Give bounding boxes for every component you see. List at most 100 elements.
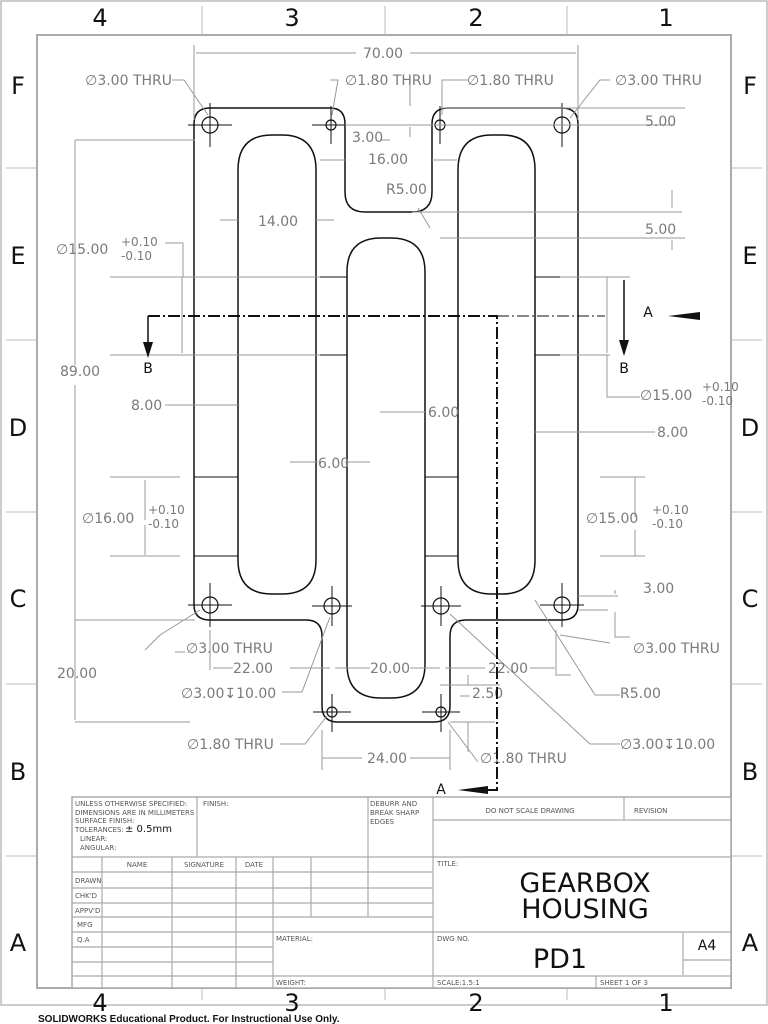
note: DIMENSIONS ARE IN MILLIMETERS: [75, 809, 195, 817]
scale: SCALE:1.5:1: [437, 979, 480, 987]
note: LINEAR:: [80, 835, 107, 843]
zone-col-1: 1: [658, 4, 673, 32]
header-signature: SIGNATURE: [184, 861, 224, 869]
dim-hole-callout: ∅1.80 THRU: [467, 73, 554, 89]
dimension-labels: 70.00 ∅3.00 THRU ∅1.80 THRU ∅1.80 THRU ∅…: [56, 46, 739, 767]
drawing-title: HOUSING: [521, 894, 649, 925]
tol-plus: +0.10: [121, 235, 158, 249]
dim-linear: 22.00: [488, 661, 528, 677]
zone-row-d-right: D: [741, 414, 759, 442]
dim-diameter: ∅15.00: [640, 388, 692, 404]
zone-row-c: C: [10, 585, 27, 613]
section-label-a-bottom: A: [436, 782, 446, 798]
dim-linear: 20.00: [57, 666, 97, 682]
zone-col-2: 2: [468, 4, 483, 32]
dim-linear: 5.00: [645, 114, 676, 130]
role-drawn: DRAWN: [75, 877, 102, 885]
note: TOLERANCES:: [74, 826, 124, 834]
role-approved: APPV'D: [75, 907, 100, 915]
part-outline: [193, 107, 579, 723]
zone-row-b: B: [10, 758, 26, 786]
header-date: DATE: [245, 861, 263, 869]
role-mfg: MFG: [77, 921, 93, 929]
tol-minus: -0.10: [121, 249, 152, 263]
dim-linear: 5.00: [645, 222, 676, 238]
revision-label: REVISION: [634, 807, 667, 815]
tol-minus: -0.10: [148, 517, 179, 531]
title-label: TITLE:: [436, 860, 458, 868]
dim-notch-width: 16.00: [368, 152, 408, 168]
zone-col-2-bottom: 2: [468, 989, 483, 1017]
zone-row-e: E: [10, 242, 25, 270]
dim-linear: 3.00: [352, 130, 383, 146]
zone-row-b-right: B: [742, 758, 758, 786]
sheet-number: SHEET 1 OF 3: [600, 979, 648, 987]
deburr-note: DEBURR AND: [370, 800, 417, 808]
zone-row-a-right: A: [742, 929, 759, 957]
zone-row-d: D: [9, 414, 27, 442]
dim-linear: 3.00: [643, 581, 674, 597]
dim-hole-callout: ∅3.00 THRU: [186, 641, 273, 657]
tol-minus: -0.10: [702, 394, 733, 408]
role-checked: CHK'D: [75, 892, 97, 900]
note: ANGULAR:: [80, 844, 116, 852]
dim-radius: R5.00: [386, 182, 427, 198]
dim-linear: 20.00: [370, 661, 410, 677]
role-qa: Q.A: [77, 936, 90, 944]
watermark: SOLIDWORKS Educational Product. For Inst…: [38, 1014, 340, 1024]
zone-col-1-bottom: 1: [658, 989, 673, 1017]
zone-row-a: A: [10, 929, 27, 957]
section-label-b-left: B: [143, 361, 153, 377]
do-not-scale: DO NOT SCALE DRAWING: [485, 807, 574, 815]
sheet-size: A4: [698, 938, 717, 954]
dim-radius: R5.00: [620, 686, 661, 702]
dimension-lines: [74, 45, 685, 770]
dim-diameter: ∅15.00: [56, 242, 108, 258]
weight-label: WEIGHT:: [276, 979, 306, 987]
section-label-b-right: B: [619, 361, 629, 377]
dim-linear: 22.00: [233, 661, 273, 677]
title-block: UNLESS OTHERWISE SPECIFIED: DIMENSIONS A…: [71, 796, 732, 989]
dim-hole-callout: ∅3.00↧10.00: [620, 737, 715, 753]
deburr-note: BREAK SHARP: [370, 809, 419, 817]
zone-col-4: 4: [92, 4, 107, 32]
tol-plus: +0.10: [702, 380, 739, 394]
tolerance-value: ± 0.5mm: [125, 824, 172, 835]
dim-hole-callout: ∅3.00 THRU: [85, 73, 172, 89]
deburr-note: EDGES: [370, 818, 395, 826]
material-label: MATERIAL:: [276, 935, 313, 943]
dim-linear: 6.00: [318, 456, 349, 472]
dwg-no: PD1: [533, 944, 587, 975]
zone-row-f-right: F: [743, 72, 757, 100]
zone-col-3-bottom: 3: [284, 989, 299, 1017]
dim-linear: 8.00: [657, 425, 688, 441]
dim-linear: 8.00: [131, 398, 162, 414]
note: SURFACE FINISH:: [75, 817, 134, 825]
dim-hole-callout: ∅1.80 THRU: [345, 73, 432, 89]
dim-overall-width: 70.00: [363, 46, 403, 62]
dim-linear: 6.00: [428, 405, 459, 421]
zone-labels: 4 3 2 1 4 3 2 1 F E D C B A F E D C B A: [9, 4, 759, 1017]
tol-plus: +0.10: [148, 503, 185, 517]
dim-hole-callout: ∅1.80 THRU: [187, 737, 274, 753]
drawing-title: GEARBOX: [519, 868, 650, 899]
note: UNLESS OTHERWISE SPECIFIED:: [75, 800, 187, 808]
tol-minus: -0.10: [652, 517, 683, 531]
dim-linear: 24.00: [367, 751, 407, 767]
dim-slot-width: 14.00: [258, 214, 298, 230]
dim-diameter: ∅15.00: [586, 511, 638, 527]
dim-overall-height: 89.00: [60, 364, 100, 380]
dim-hole-callout: ∅3.00 THRU: [633, 641, 720, 657]
dim-hole-callout: ∅3.00↧10.00: [181, 686, 276, 702]
zone-row-c-right: C: [742, 585, 759, 613]
dim-linear: 2.50: [472, 686, 503, 702]
zone-row-e-right: E: [742, 242, 757, 270]
dwg-no-label: DWG NO.: [437, 935, 470, 943]
zone-row-f: F: [11, 72, 25, 100]
dim-diameter: ∅16.00: [82, 511, 134, 527]
finish-label: FINISH:: [203, 800, 228, 808]
left-slot: [237, 134, 317, 595]
section-line: B B A A: [143, 280, 700, 798]
section-label-a-top: A: [643, 305, 653, 321]
